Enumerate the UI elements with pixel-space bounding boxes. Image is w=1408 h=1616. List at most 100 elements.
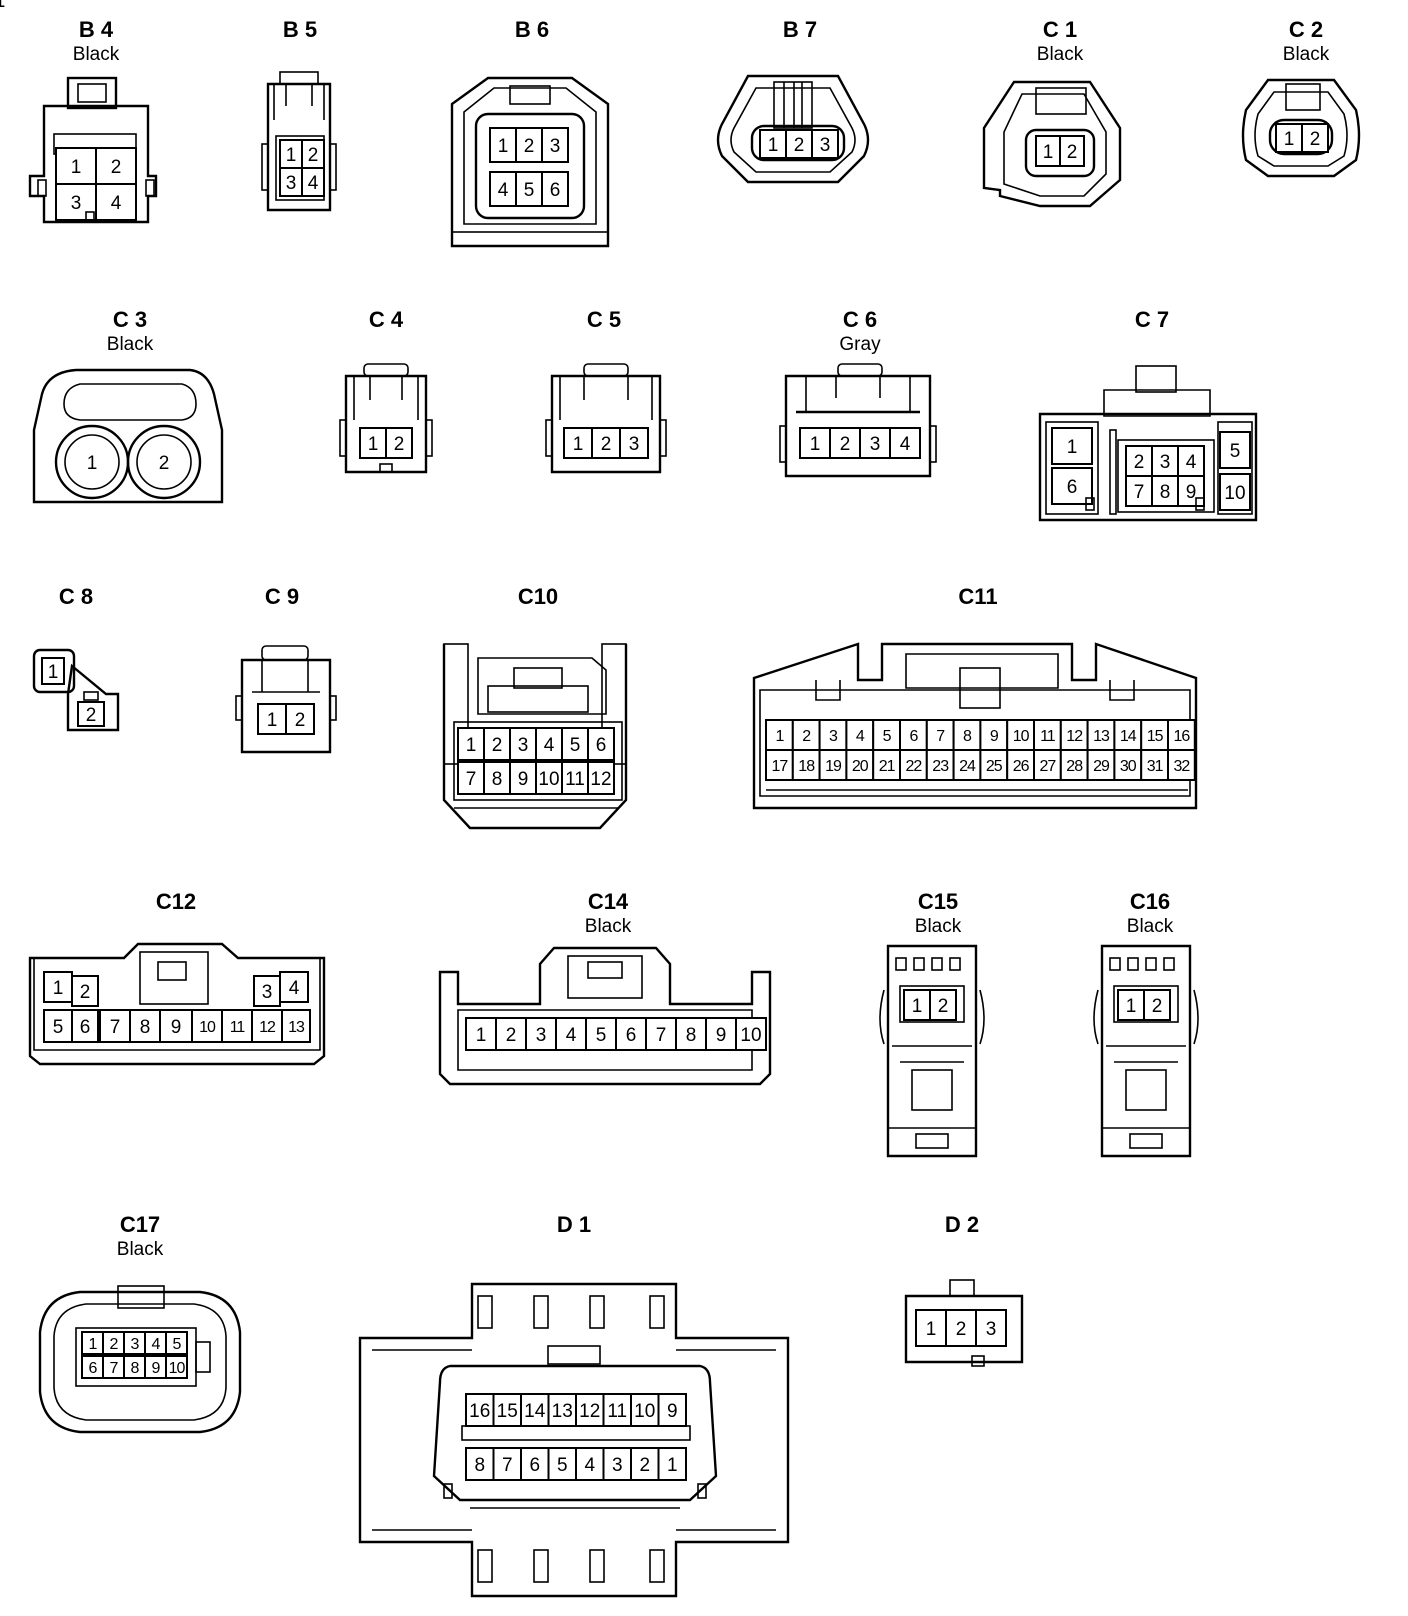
connector-outline: [85, 211, 95, 223]
pin-label: 2: [802, 728, 811, 745]
connector-outline: [545, 419, 553, 457]
pin-label: 14: [1120, 728, 1137, 745]
pin-label: 12: [590, 769, 611, 790]
connector-id: D 1: [557, 1212, 591, 1237]
connector-outline: [811, 129, 839, 159]
connector-outline: [879, 989, 985, 1045]
pin-label: 5: [1230, 441, 1241, 462]
pin-label: 10: [1013, 728, 1030, 745]
pin-label: 6: [596, 735, 607, 756]
pin-label: 3: [829, 728, 838, 745]
pin-label: 21: [879, 758, 896, 775]
connector-outline: [425, 419, 433, 457]
pin-label: 5: [557, 1455, 568, 1476]
connector-c8: C 812: [32, 584, 120, 732]
connector-id: C16: [1130, 889, 1170, 914]
pin-label: 4: [584, 1455, 595, 1476]
connector-outline: [157, 961, 187, 981]
connector-outline: [165, 1331, 188, 1355]
connector-outline: [363, 363, 409, 377]
connector-outline: [899, 985, 965, 1023]
connector-outline: [815, 680, 1135, 701]
pin-label: 1: [912, 996, 923, 1017]
connector-outline: [1268, 118, 1334, 156]
connector-outline: [602, 1447, 632, 1481]
connector-outline: [129, 1009, 161, 1043]
pin-label: 1: [1067, 437, 1078, 458]
connector-outline: [1059, 135, 1085, 167]
connector-outline: [126, 424, 202, 500]
connector-id: C 5: [587, 307, 621, 332]
pin-label: 3: [629, 434, 640, 455]
connector-outline: [659, 419, 667, 457]
connector-outline: [952, 719, 982, 751]
pin-label: 22: [906, 758, 923, 775]
connector-outline: [257, 703, 287, 735]
pin-label: 26: [1013, 758, 1030, 775]
connector-id: C12: [156, 889, 196, 914]
connector-outline: [1241, 78, 1361, 178]
connector-outline: [477, 1549, 493, 1583]
connector-id: B 7: [783, 17, 817, 42]
connector-outline: [1093, 989, 1199, 1045]
connector-outline: [1085, 497, 1095, 511]
pin-label: 18: [798, 758, 815, 775]
connector-outline: [931, 957, 943, 971]
pin-label: 25: [986, 758, 1003, 775]
connector-id: B 4: [79, 17, 114, 42]
connector-color: Black: [73, 44, 120, 65]
pin-label: 1: [87, 453, 98, 474]
pin-label: 4: [566, 1025, 577, 1046]
connector-outline: [520, 1447, 550, 1481]
connector-outline: [1219, 431, 1251, 469]
connector-outline: [477, 657, 607, 715]
pin-label: 7: [1134, 482, 1145, 503]
connector-outline: [492, 1447, 522, 1481]
pin-label: 13: [1093, 728, 1110, 745]
pin-label: 4: [498, 180, 509, 201]
connector-outline: [63, 383, 197, 421]
pin-label: 12: [1066, 728, 1083, 745]
pin-label: 5: [53, 1017, 64, 1038]
connector-outline: [630, 1393, 660, 1427]
connector-outline: [547, 1345, 601, 1365]
connector-outline: [379, 463, 393, 473]
pin-label: 2: [295, 710, 306, 731]
pin-label: 1: [0, 0, 5, 12]
pin-label: 32: [1174, 758, 1191, 775]
connector-outline: [251, 1009, 283, 1043]
connector-outline: [279, 971, 309, 1003]
connector-outline: [971, 1355, 985, 1367]
pin-label: 6: [909, 728, 918, 745]
connector-outline: [759, 129, 787, 159]
pin-label: 4: [308, 173, 319, 194]
pin-label: 1: [476, 1025, 487, 1046]
connector-outline: [1033, 749, 1062, 781]
pin-label: 5: [173, 1336, 182, 1353]
connector-outline: [453, 721, 623, 801]
connector-outline: [281, 1009, 311, 1043]
connector-outline: [457, 1009, 753, 1071]
pin-label: 1: [498, 136, 509, 157]
connector-id: C14: [588, 889, 629, 914]
connector-outline: [329, 695, 337, 721]
connector-outline: [845, 749, 875, 781]
connector-outline: [1024, 128, 1096, 178]
connector-id: C 4: [369, 307, 404, 332]
connector-outline: [1195, 497, 1205, 511]
pin-label: 1: [1043, 142, 1054, 163]
connector-outline: [563, 427, 593, 459]
connector-outline: [949, 1279, 975, 1297]
pin-label: 28: [1066, 758, 1083, 775]
connector-outline: [1254, 91, 1348, 167]
pin-label: 2: [159, 453, 170, 474]
pin-label: 8: [131, 1360, 140, 1377]
pin-label: 6: [1067, 477, 1078, 498]
connector-outline: [1135, 365, 1177, 393]
pin-label: 1: [926, 1319, 937, 1340]
pin-label: 6: [529, 1455, 540, 1476]
